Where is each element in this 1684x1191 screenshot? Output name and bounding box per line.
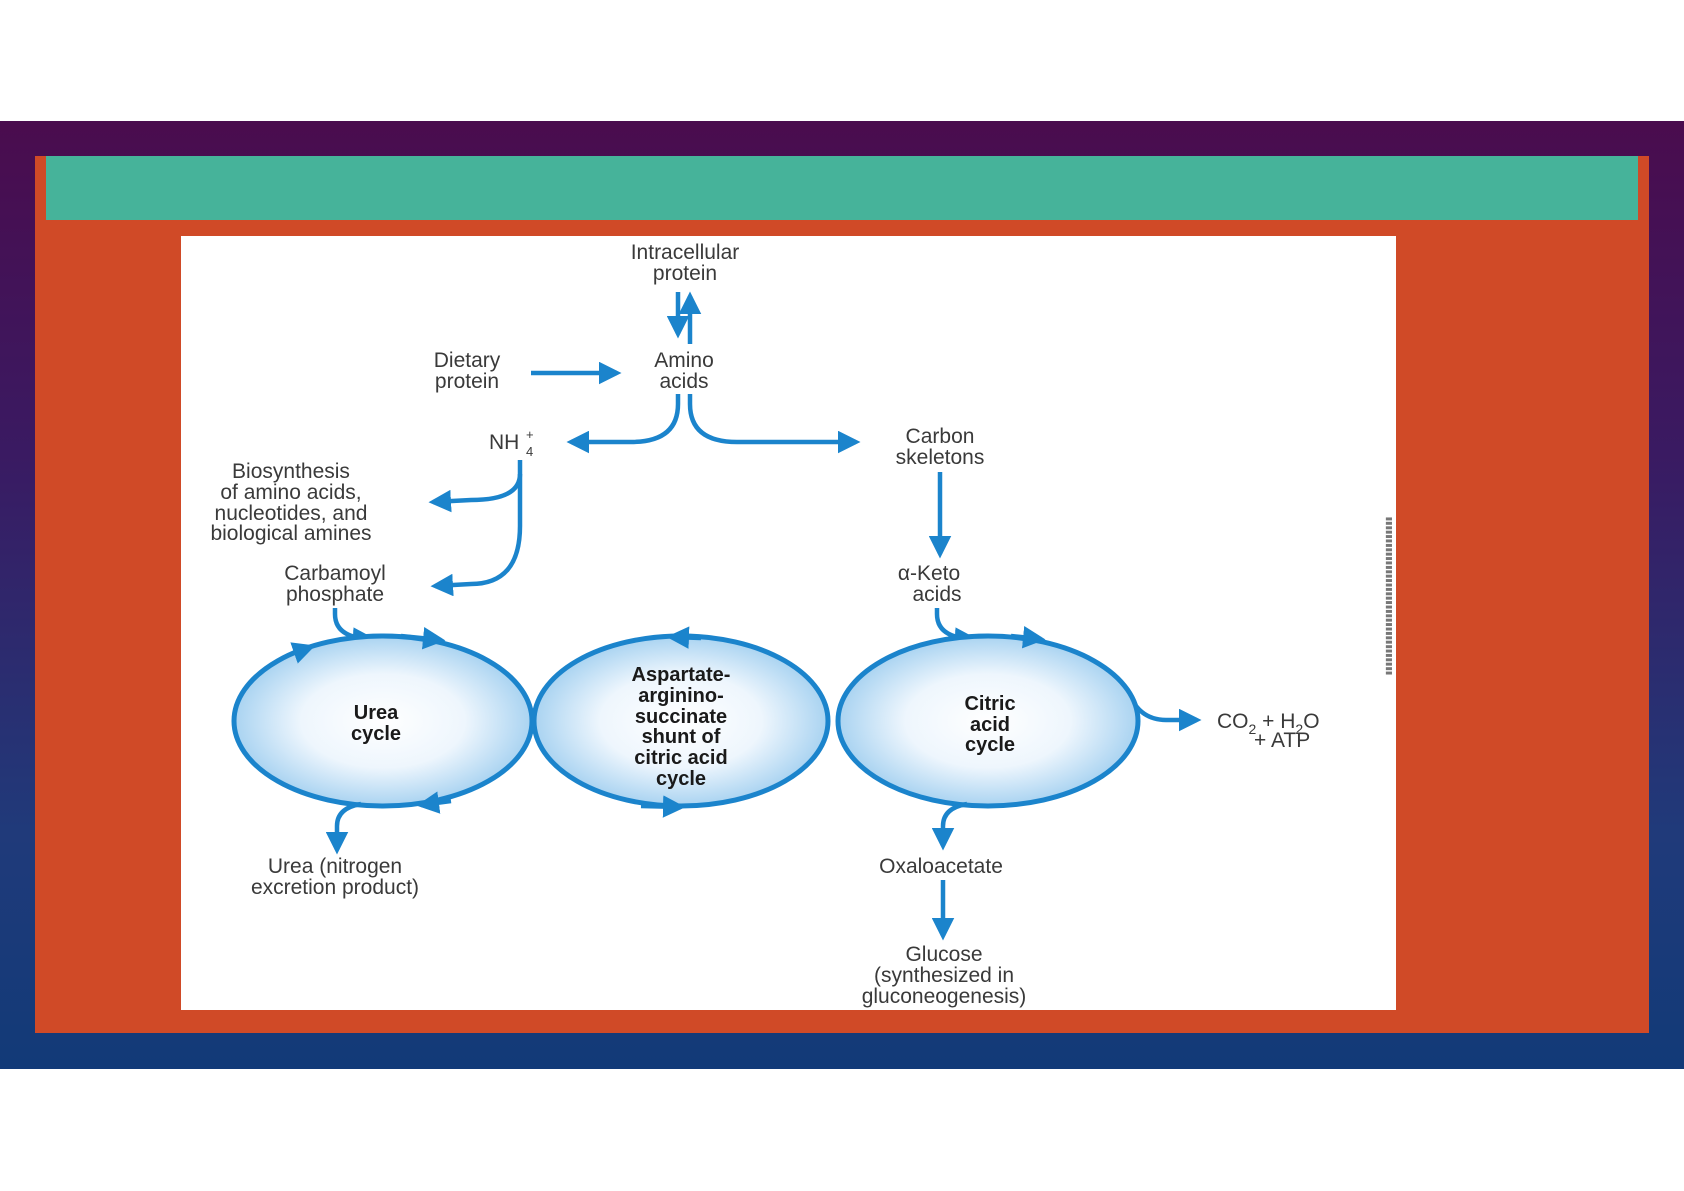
svg-text:acids: acids [659, 370, 708, 393]
arrow-citric-to-co2 [1134, 704, 1202, 732]
svg-text:succinate: succinate [635, 706, 727, 728]
node-carbamoyl-phosphate: Carbamoyl phosphate [284, 562, 386, 606]
svg-text:of amino acids,: of amino acids, [220, 481, 361, 504]
arrow-amino-to-carbon [687, 394, 861, 454]
node-alpha-keto-acids: α-Keto acids [898, 562, 962, 606]
citric-acid-cycle-circle [835, 633, 1141, 809]
svg-text:Urea (nitrogen: Urea (nitrogen [268, 855, 402, 878]
svg-text:protein: protein [435, 370, 499, 393]
shunt-arrowhead-top [666, 626, 702, 649]
svg-text:nucleotides, and: nucleotides, and [215, 502, 368, 525]
arrow-nh4-to-biosynthesis [428, 460, 523, 513]
citric-cycle-arrowhead-top [1010, 626, 1046, 649]
node-urea-product: Urea (nitrogen excretion product) [251, 855, 419, 899]
svg-text:Biosynthesis: Biosynthesis [232, 460, 350, 483]
urea-cycle-arrowhead-bottom [416, 791, 452, 814]
svg-text:arginino-: arginino- [638, 685, 724, 707]
svg-text:Carbamoyl: Carbamoyl [284, 562, 386, 585]
svg-text:CO2 + H2O: CO2 + H2O [1217, 710, 1320, 737]
svg-text:cycle: cycle [656, 768, 706, 790]
node-amino-acids: Amino acids [654, 349, 714, 393]
node-oxaloacetate: Oxaloacetate [879, 855, 1003, 878]
label-aspartate-shunt: Aspartate- arginino- succinate shunt of … [632, 664, 731, 790]
arrow-nh4-to-carbamoyl [430, 474, 523, 597]
svg-text:gluconeogenesis): gluconeogenesis) [862, 985, 1027, 1008]
svg-text:Aspartate-: Aspartate- [632, 664, 731, 686]
arrow-amino-to-nh4 [566, 394, 681, 454]
svg-text:protein: protein [653, 262, 717, 285]
svg-text:Oxaloacetate: Oxaloacetate [879, 855, 1003, 878]
svg-text:cycle: cycle [351, 723, 401, 745]
svg-text:(synthesized in: (synthesized in [874, 964, 1014, 987]
svg-text:+: + [526, 427, 534, 442]
svg-text:α-Keto: α-Keto [898, 562, 960, 585]
svg-text:Carbon: Carbon [906, 425, 975, 448]
svg-text:Amino: Amino [654, 349, 714, 372]
urea-cycle-arrowhead-top-left [290, 642, 316, 664]
svg-text:citric acid: citric acid [634, 747, 727, 769]
label-citric-acid-cycle: Citric acid cycle [964, 693, 1015, 756]
shunt-arrowhead-bottom [640, 795, 686, 818]
svg-text:cycle: cycle [965, 734, 1015, 756]
svg-text:Intracellular: Intracellular [631, 241, 740, 264]
svg-text:NH: NH [489, 431, 519, 454]
node-co2-h2o-atp: CO2 + H2O + ATP [1217, 710, 1320, 752]
arrow-citric-to-oxaloacetate [931, 801, 968, 851]
svg-text:+ ATP: + ATP [1254, 729, 1310, 752]
svg-text:excretion product): excretion product) [251, 876, 419, 899]
node-dietary-protein: Dietary protein [434, 349, 501, 393]
svg-text:4: 4 [526, 444, 533, 459]
label-urea-cycle: Urea cycle [351, 702, 401, 745]
diagram-figure: ▮▮▮▮▮▮▮▮▮▮▮▮▮▮▮▮▮▮▮▮▮▮▮▮▮▮▮▮▮▮▮▮▮▮▮▮ Int… [181, 236, 1396, 1010]
svg-text:Urea: Urea [354, 702, 399, 724]
svg-text:phosphate: phosphate [286, 583, 384, 606]
title-band [46, 156, 1638, 220]
figure-credit-text: ▮▮▮▮▮▮▮▮▮▮▮▮▮▮▮▮▮▮▮▮▮▮▮▮▮▮▮▮▮▮▮▮▮▮▮▮ [1384, 517, 1393, 675]
node-intracellular-protein: Intracellular protein [631, 241, 740, 285]
svg-text:skeletons: skeletons [896, 446, 985, 469]
arrow-urea-cycle-to-urea [325, 801, 362, 855]
svg-text:Citric: Citric [964, 693, 1015, 715]
svg-text:Dietary: Dietary [434, 349, 501, 372]
node-glucose: Glucose (synthesized in gluconeogenesis) [862, 943, 1027, 1008]
svg-text:acid: acid [970, 714, 1010, 736]
node-carbon-skeletons: Carbon skeletons [896, 425, 985, 469]
node-nh4: NH 4 + [489, 427, 534, 459]
svg-text:shunt of: shunt of [642, 726, 721, 748]
node-biosynthesis: Biosynthesis of amino acids, nucleotides… [210, 460, 371, 545]
svg-text:Glucose: Glucose [905, 943, 982, 966]
svg-text:biological amines: biological amines [210, 522, 371, 545]
urea-cycle-arrowhead-top [400, 627, 446, 650]
svg-text:acids: acids [912, 583, 961, 606]
metabolism-diagram: ▮▮▮▮▮▮▮▮▮▮▮▮▮▮▮▮▮▮▮▮▮▮▮▮▮▮▮▮▮▮▮▮▮▮▮▮ Int… [210, 241, 1393, 1008]
